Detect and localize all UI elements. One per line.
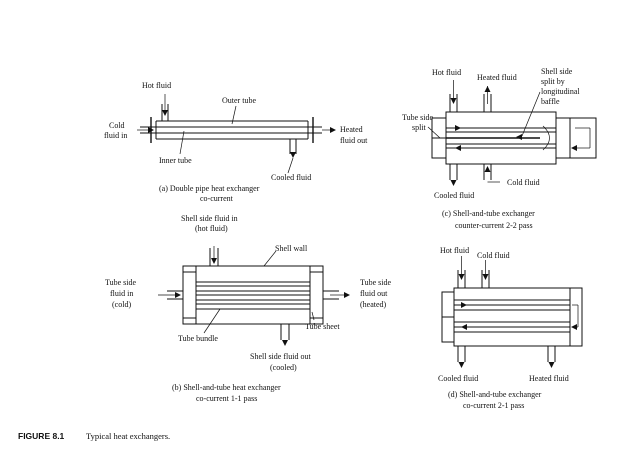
- label-shell-out-2: (cooled): [270, 363, 297, 372]
- label-cooled-fluid-c: Cooled fluid: [434, 191, 474, 200]
- label-tube-out-1: Tube side: [360, 278, 391, 287]
- label-tube-in-2: fluid in: [110, 289, 133, 298]
- figure-number: FIGURE 8.1: [18, 431, 65, 441]
- label-cooled-fluid-d: Cooled fluid: [438, 374, 478, 383]
- caption-b-2: co-current 1-1 pass: [196, 394, 257, 403]
- label-heated-fluid-c: Heated fluid: [477, 73, 517, 82]
- label-shell-in-2: (hot fluid): [195, 224, 228, 233]
- label-cold-2: fluid in: [104, 131, 127, 140]
- panel-b-shell-tube-1-1: Shell side fluid in (hot fluid) Shell wa…: [105, 214, 391, 403]
- hot-fluid-in-arrow-c: [450, 98, 457, 104]
- label-cold-1: Cold: [109, 121, 125, 130]
- label-cold-fluid-d: Cold fluid: [477, 251, 510, 260]
- label-cold-fluid-c: Cold fluid: [507, 178, 540, 187]
- hot-fluid-arrow-d: [458, 274, 465, 280]
- label-shell-in-1: Shell side fluid in: [181, 214, 238, 223]
- return-head: [555, 117, 597, 159]
- caption-c-2: counter-current 2-2 pass: [455, 221, 533, 230]
- label-heated-1: Heated: [340, 125, 363, 134]
- label-tube-sheet: Tube sheet: [305, 322, 340, 331]
- label-shell-split-3: longitudinal: [541, 87, 580, 96]
- label-tube-in-3: (cold): [112, 300, 131, 309]
- cooled-fluid-arrow: [290, 152, 296, 158]
- label-inner-tube: Inner tube: [159, 156, 192, 165]
- caption-d-1: (d) Shell-and-tube exchanger: [448, 390, 542, 399]
- label-hot-fluid-c: Hot fluid: [432, 68, 461, 77]
- heated-fluid-out-arrow-c: [484, 86, 491, 92]
- tube-in-arrow: [175, 292, 181, 298]
- label-tube-in-1: Tube side: [105, 278, 136, 287]
- label-heated-2: fluid out: [340, 136, 368, 145]
- figure-caption: Typical heat exchangers.: [86, 431, 170, 441]
- label-shell-wall: Shell wall: [275, 244, 308, 253]
- cooled-fluid-arrow-d: [458, 362, 465, 368]
- label-hot-fluid-d: Hot fluid: [440, 246, 469, 255]
- hot-fluid-arrow: [162, 110, 168, 116]
- tube-bundle: [196, 281, 310, 310]
- panel-a-double-pipe: Hot fluid Outer tube Cold fluid in Heate…: [104, 81, 368, 203]
- shell-d: [453, 287, 583, 347]
- cold-fluid-arrow-d: [482, 274, 489, 280]
- caption-d-2: co-current 2-1 pass: [463, 401, 524, 410]
- tube-out-arrow: [344, 292, 350, 298]
- caption-a-1: (a) Double pipe heat exchanger: [159, 184, 260, 193]
- label-shell-out-1: Shell side fluid out: [250, 352, 311, 361]
- label-cooled-fluid: Cooled fluid: [271, 173, 311, 182]
- heated-fluid-out-arrow: [330, 127, 336, 133]
- shell-out-arrow: [282, 340, 288, 346]
- label-tube-out-2: fluid out: [360, 289, 388, 298]
- cold-fluid-in-arrow: [148, 127, 154, 133]
- caption-b-1: (b) Shell-and-tube heat exchanger: [172, 383, 281, 392]
- label-shell-split-1: Shell side: [541, 67, 573, 76]
- cooled-fluid-arrow-c: [450, 180, 457, 186]
- label-tube-split-2: split: [412, 123, 427, 132]
- heated-fluid-arrow-d: [548, 362, 555, 368]
- label-tube-out-3: (heated): [360, 300, 387, 309]
- label-tube-split-1: Tube side: [402, 113, 433, 122]
- caption-a-2: co-current: [200, 194, 234, 203]
- cold-fluid-in-arrow-c: [484, 166, 491, 172]
- panel-c-shell-tube-2-2: Hot fluid Heated fluid Shell side split …: [402, 67, 597, 230]
- label-shell-split-4: baffle: [541, 97, 560, 106]
- shell-in-arrow: [211, 258, 217, 264]
- label-outer-tube: Outer tube: [222, 96, 256, 105]
- caption-c-1: (c) Shell-and-tube exchanger: [442, 209, 535, 218]
- label-heated-fluid-d: Heated fluid: [529, 374, 569, 383]
- shell-body: [182, 265, 324, 325]
- panel-d-shell-tube-2-1: Hot fluid Cold fluid Cooled fluid Heated…: [438, 246, 583, 410]
- label-hot-fluid: Hot fluid: [142, 81, 171, 90]
- label-shell-split-2: split by: [541, 77, 565, 86]
- label-tube-bundle: Tube bundle: [178, 334, 218, 343]
